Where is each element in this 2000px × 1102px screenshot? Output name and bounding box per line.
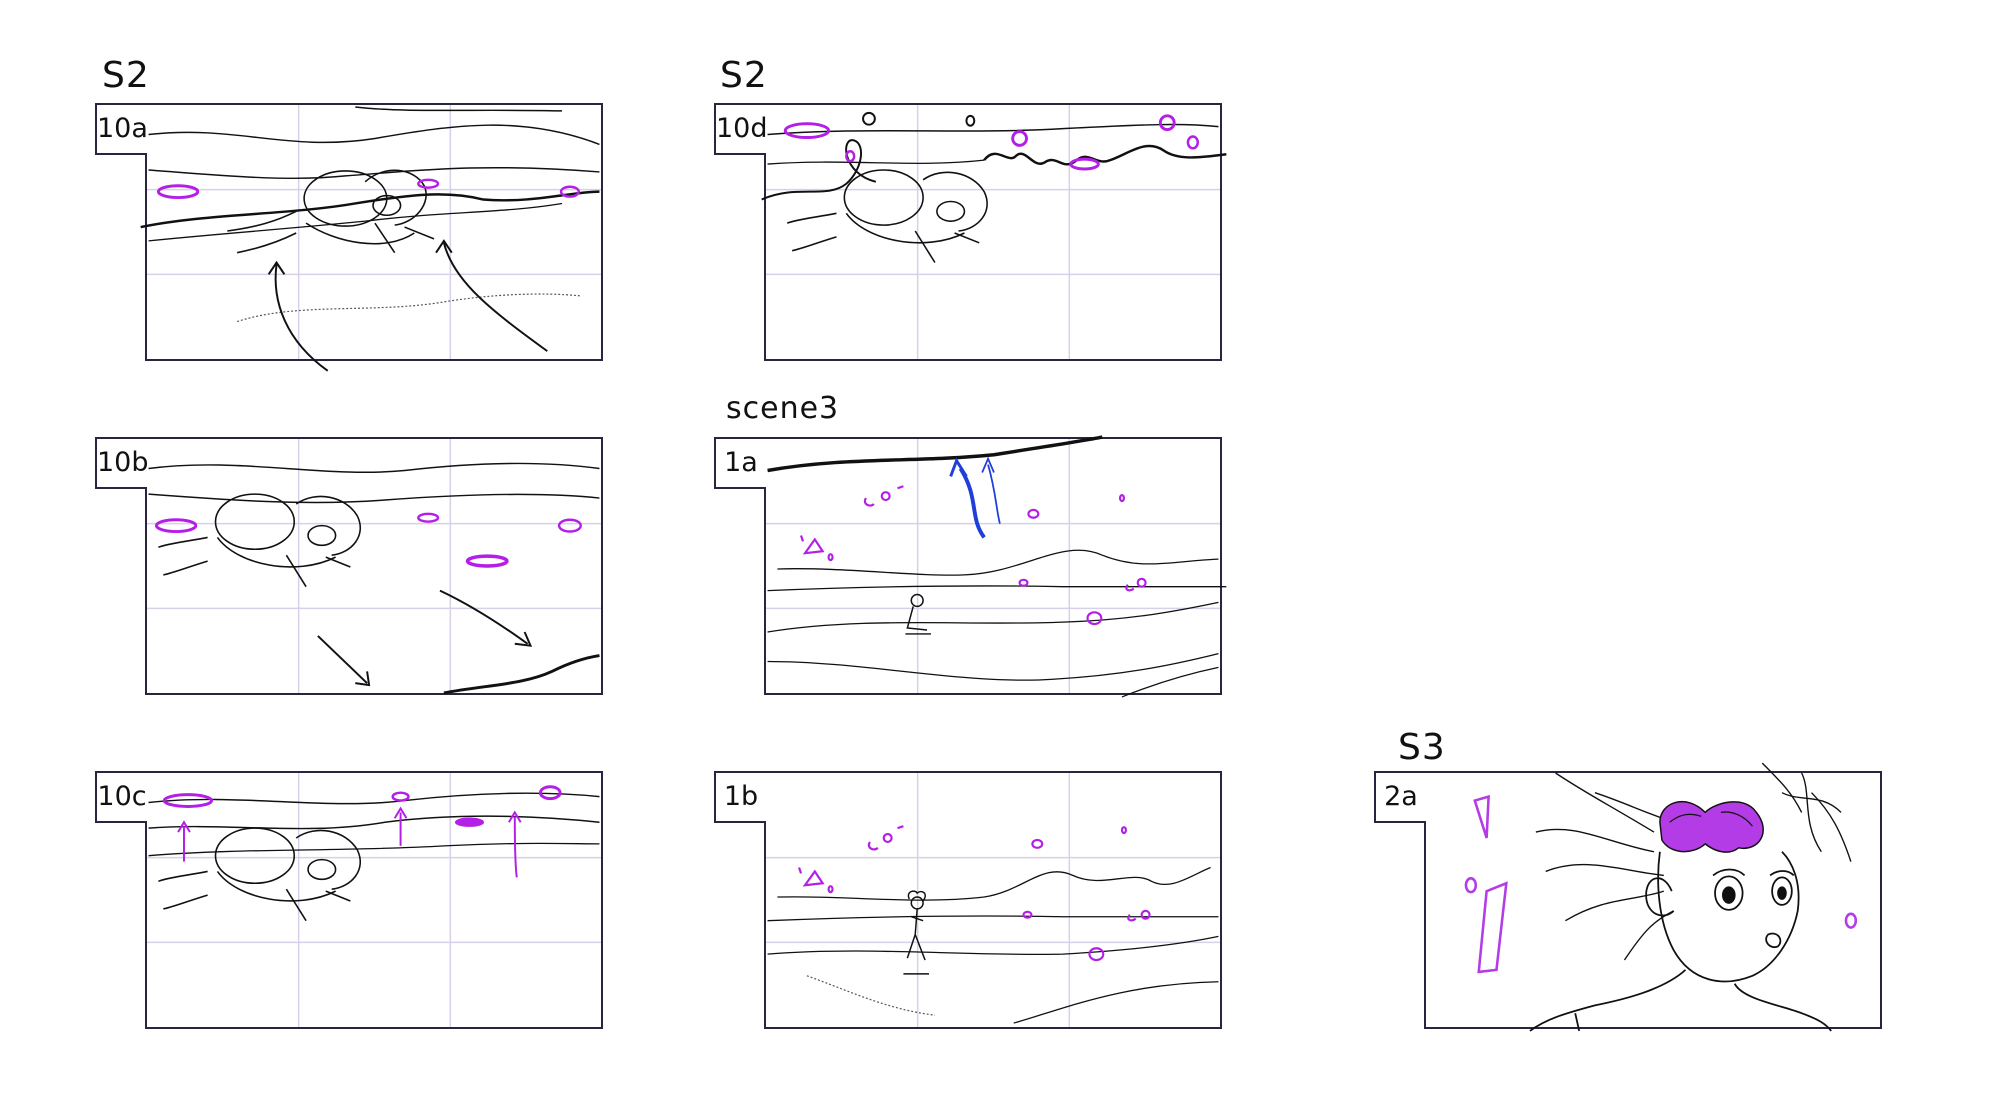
panel-grid bbox=[766, 439, 1220, 693]
panel-art-10a bbox=[140, 106, 600, 372]
panel-1b[interactable]: 1b bbox=[714, 771, 1222, 1029]
panel-grid bbox=[147, 105, 601, 359]
panel-10c[interactable]: 10c bbox=[95, 771, 603, 1029]
panel-grid bbox=[766, 773, 1220, 1027]
panel-tag-10a: 10a bbox=[95, 103, 148, 155]
panel-art-10c bbox=[148, 785, 600, 922]
panel-art-1a bbox=[767, 435, 1227, 698]
panel-1a[interactable]: 1a bbox=[714, 435, 1227, 698]
panel-tag-1a: 1a bbox=[714, 437, 766, 489]
scene-label-s2-left: S2 bbox=[102, 55, 150, 96]
scene-label-s3: S3 bbox=[1398, 727, 1446, 768]
panel-art-10b bbox=[148, 462, 600, 695]
scene-label-scene3: scene3 bbox=[726, 391, 840, 426]
panel-tag-10c: 10c bbox=[95, 771, 147, 823]
panel-tag-10b: 10b bbox=[95, 437, 149, 489]
panel-10a[interactable]: 10a bbox=[95, 103, 603, 372]
panel-grid bbox=[766, 105, 1220, 359]
panel-art-1b bbox=[767, 825, 1219, 1024]
panel-art-10d bbox=[761, 111, 1227, 263]
panel-tag-1b: 1b bbox=[714, 771, 766, 823]
panel-10b[interactable]: 10b bbox=[95, 437, 603, 695]
scene-label-s2-right: S2 bbox=[720, 55, 768, 96]
panel-2a[interactable]: 2a bbox=[1374, 762, 1882, 1032]
panel-tag-10d: 10d bbox=[714, 103, 768, 155]
panel-art-2a bbox=[1464, 762, 1858, 1032]
panel-grid bbox=[147, 439, 601, 693]
panel-10d[interactable]: 10d bbox=[714, 103, 1227, 361]
panel-tag-2a: 2a bbox=[1374, 771, 1426, 823]
